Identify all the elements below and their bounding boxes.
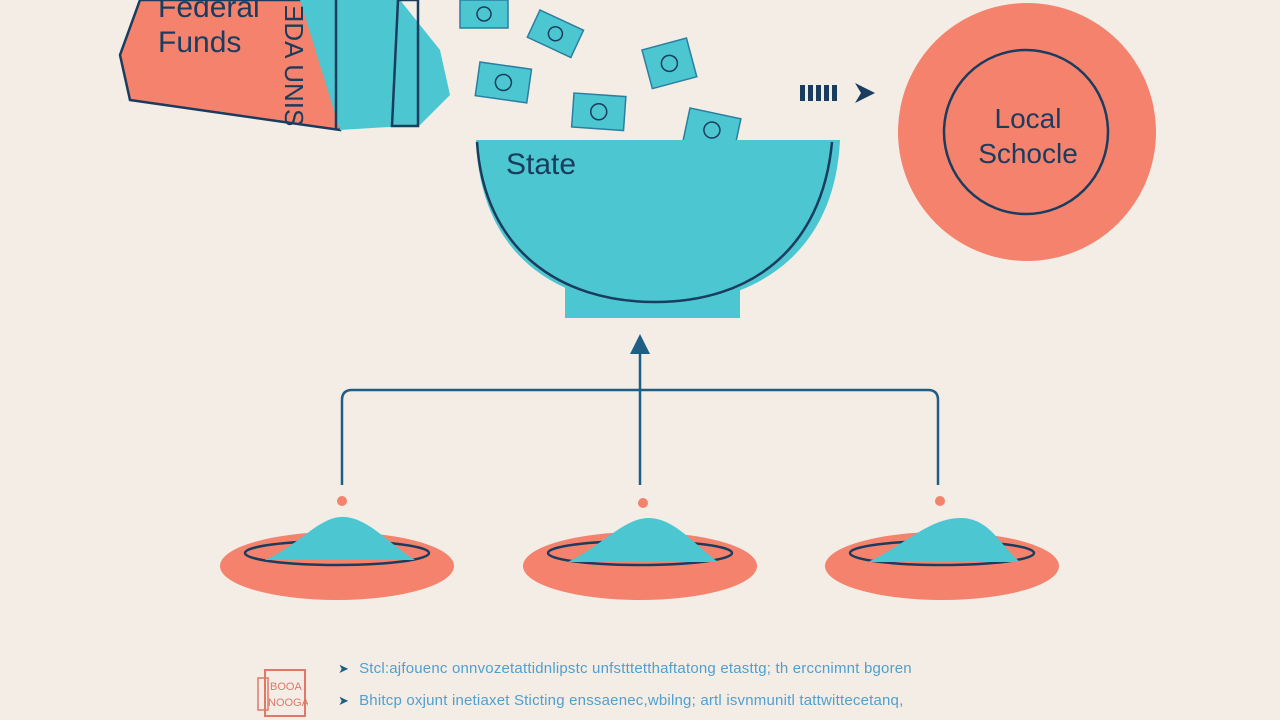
svg-text:NOOGA: NOOGA bbox=[268, 697, 308, 709]
jar-side-label: ƎDA UNIS bbox=[279, 5, 309, 126]
federal-funds-jar: Federal Funds ƎDA UNIS bbox=[118, 0, 450, 132]
plate-right bbox=[825, 517, 1059, 600]
money-bill-icon bbox=[526, 9, 585, 59]
jar-neck bbox=[390, 0, 420, 128]
arrow-up-icon bbox=[630, 334, 650, 354]
money-bill-icon bbox=[570, 92, 627, 132]
jar-liquid bbox=[300, 0, 450, 130]
note-text: Bhitcp oxjunt inetiaxet Sticting enssaen… bbox=[359, 692, 904, 709]
connector-dot bbox=[337, 496, 347, 506]
plate-center bbox=[523, 517, 757, 600]
bullet-arrow-icon: ➤ bbox=[338, 660, 350, 676]
note-row-1: ➤ Stcl:ajfouenc onnvozetattidnlipstc unf… bbox=[338, 660, 912, 677]
connector-dot bbox=[935, 496, 945, 506]
bullet-arrow-icon: ➤ bbox=[338, 692, 350, 708]
local-schools-outer bbox=[898, 3, 1156, 261]
connector-lines bbox=[340, 350, 940, 485]
note-row-2: ➤ Bhitcp oxjunt inetiaxet Sticting enssa… bbox=[338, 692, 903, 709]
bowl-outline bbox=[475, 141, 834, 304]
money-bill-icon bbox=[641, 37, 698, 90]
arrow-right-icon bbox=[800, 83, 875, 103]
money-bills bbox=[459, 0, 742, 153]
connector-dot bbox=[638, 498, 648, 508]
state-bowl: State bbox=[475, 140, 840, 318]
jar-label-line1: Federal bbox=[158, 0, 260, 24]
local-schools-line2: Schocle bbox=[978, 138, 1078, 169]
local-schools-line1: Local bbox=[995, 103, 1062, 134]
jar-body bbox=[118, 0, 352, 132]
local-schools-ring bbox=[942, 48, 1110, 216]
bowl-fill bbox=[476, 140, 840, 305]
plate-left bbox=[220, 516, 454, 600]
bowl-label: State bbox=[506, 148, 576, 181]
svg-text:BOOA: BOOA bbox=[270, 681, 302, 693]
note-text: Stcl:ajfouenc onnvozetattidnlipstc unfst… bbox=[359, 660, 912, 677]
money-bill-icon bbox=[474, 61, 533, 104]
jar-label-line2: Funds bbox=[158, 26, 241, 59]
stamp-logo: BOOA NOOGA bbox=[257, 669, 308, 717]
money-bill-icon bbox=[459, 0, 509, 29]
local-schools-circle: Local Schocle bbox=[898, 3, 1156, 261]
